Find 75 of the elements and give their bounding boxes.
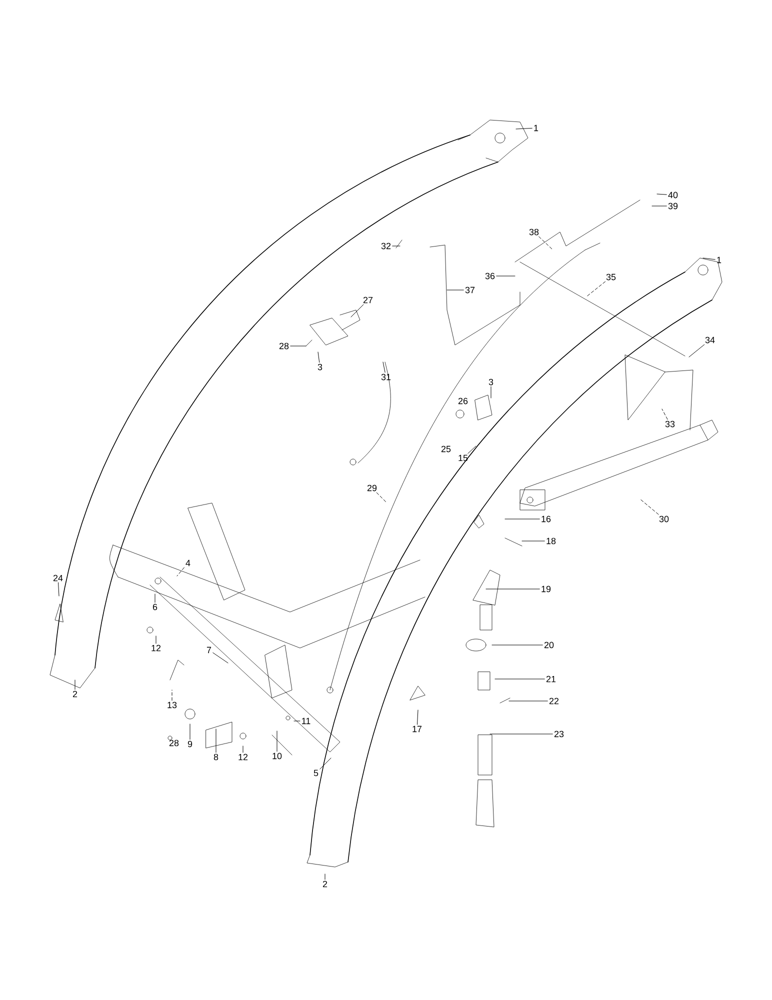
leader-line — [656, 194, 667, 195]
leader-line — [508, 700, 548, 702]
callout-number: 26 — [458, 398, 468, 404]
callout-number: 35 — [606, 274, 616, 280]
leader-line — [324, 874, 326, 880]
callout-number: 38 — [529, 228, 539, 236]
callout-number: 21 — [546, 676, 556, 682]
callout-number: 40 — [668, 192, 678, 198]
callout-number: 28 — [169, 740, 179, 746]
callout-number: 23 — [554, 730, 564, 738]
callout-number: 33 — [665, 420, 675, 428]
leader-line — [294, 720, 300, 722]
leader-line — [486, 588, 540, 590]
callout-number: 27 — [363, 296, 373, 304]
leader-line — [176, 567, 184, 576]
callout-number: 8 — [214, 754, 218, 760]
leader-line — [212, 652, 228, 664]
callout-number: 2 — [322, 880, 328, 888]
leader-line — [318, 352, 320, 363]
leader-line — [468, 446, 476, 454]
leader-line — [350, 304, 364, 318]
leader-line — [58, 582, 60, 596]
leader-line — [688, 344, 705, 358]
leader-line — [376, 492, 386, 502]
leader-line — [702, 258, 716, 260]
callout-number: 3 — [488, 378, 494, 386]
callout-number: 1 — [717, 256, 722, 264]
callout-number: 19 — [542, 586, 551, 592]
callout-number: 39 — [668, 202, 678, 210]
leader-line — [382, 362, 386, 373]
leader-line — [490, 386, 492, 398]
callout-number: 20 — [544, 642, 554, 648]
callout-number: 4 — [186, 560, 190, 566]
leader-line — [242, 746, 244, 753]
leader-line — [416, 710, 418, 725]
callout-number: 3 — [318, 364, 322, 370]
leader-line — [516, 128, 532, 130]
callout-number: 36 — [485, 272, 495, 280]
callout-number: 31 — [381, 374, 391, 380]
callout-number: 32 — [381, 242, 391, 250]
callout-number: 12 — [238, 754, 248, 760]
callout-number: 22 — [549, 698, 559, 704]
callout-number: 28 — [279, 342, 289, 350]
callout-number: 15 — [458, 454, 468, 462]
callout-number: 25 — [441, 446, 451, 452]
callout-number: 24 — [53, 574, 63, 582]
leader-line — [662, 408, 668, 420]
callout-number: 10 — [272, 752, 282, 760]
leader-line — [492, 644, 543, 646]
callout-number: 9 — [188, 740, 192, 748]
callout-number: 30 — [659, 516, 669, 522]
leader-line — [276, 730, 278, 752]
leader-line — [74, 680, 76, 690]
callout-number: 17 — [412, 726, 422, 732]
callout-number: 34 — [705, 336, 715, 344]
callout-number: 5 — [314, 770, 318, 776]
leader-line — [538, 236, 554, 250]
callout-number: 1 — [534, 124, 538, 132]
callout-number: 12 — [152, 644, 161, 652]
callout-number: 18 — [546, 538, 556, 544]
leader-line — [522, 540, 545, 542]
callout-number: 16 — [542, 516, 551, 522]
callout-number: 7 — [206, 646, 212, 654]
leader-line — [320, 758, 332, 770]
callout-number: 2 — [72, 690, 78, 698]
leader-line — [504, 518, 540, 520]
leader-line — [154, 594, 156, 603]
callout-number: 29 — [367, 484, 377, 492]
callout-number: 11 — [302, 718, 310, 724]
leader-line — [494, 678, 545, 680]
leader-line — [640, 498, 659, 515]
callout-number: 13 — [168, 702, 177, 708]
callout-number: 37 — [465, 286, 475, 294]
callout-number: 6 — [152, 604, 158, 610]
leader-line — [586, 281, 606, 298]
